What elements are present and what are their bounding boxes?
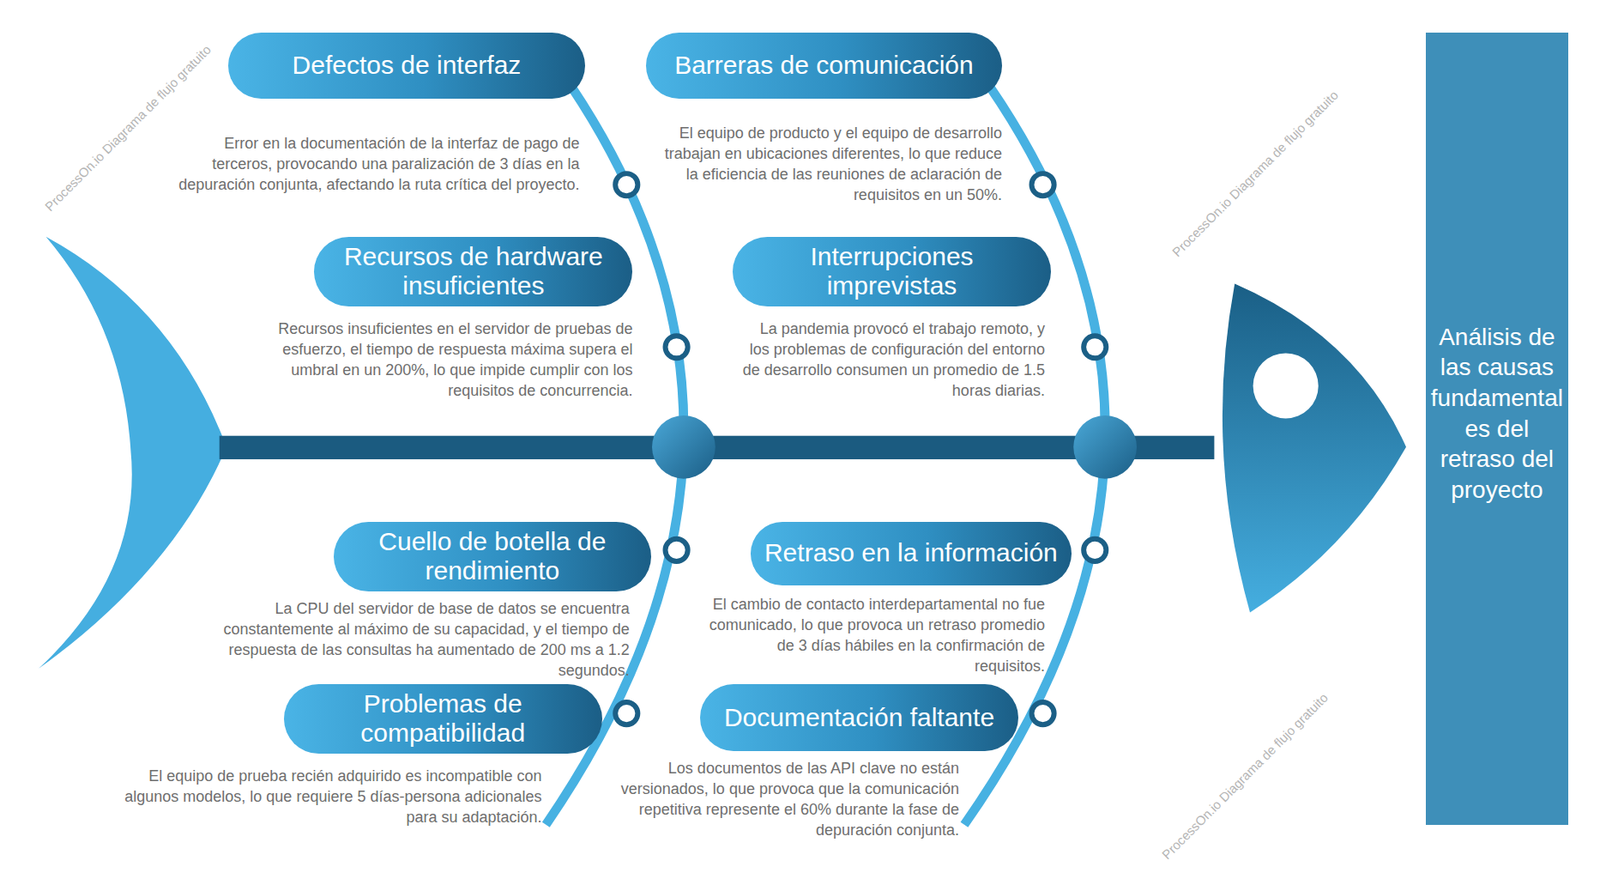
fish-eye — [1253, 352, 1319, 418]
fish-tail — [38, 236, 227, 669]
cause-description: Error en la documentación de la interfaz… — [171, 132, 580, 195]
watermark: ProcessOn.io Diagrama de flujo gratuito — [1169, 87, 1341, 260]
cause-heading: Recursos de hardware insuficientes — [326, 241, 621, 302]
cause-pill: Defectos de interfazError en la document… — [228, 32, 585, 99]
cause-pill: Documentación faltanteLos documentos de … — [700, 683, 1019, 752]
cause-heading: Interrupciones imprevistas — [744, 241, 1039, 302]
cause-heading: Retraso en la información — [764, 537, 1058, 568]
cause-heading: Problemas de compatibilidad — [295, 688, 591, 749]
fish-head — [1222, 283, 1407, 613]
cause-pill: Problemas de compatibilidadEl equipo de … — [283, 683, 603, 754]
cause-description: La pandemia provocó el trabajo remoto, y… — [738, 318, 1045, 401]
cause-description: Recursos insuficientes en el servidor de… — [254, 318, 633, 401]
cause-heading: Cuello de botella de rendimiento — [345, 526, 640, 586]
panel-text: Análisis de las causas fundamentales del… — [1430, 321, 1564, 505]
spine-joint — [652, 415, 716, 479]
title-panel: Análisis de las causas fundamentales del… — [1425, 32, 1570, 825]
cause-pill: Recursos de hardware insuficientesRecurs… — [313, 236, 633, 307]
cause-heading: Defectos de interfaz — [292, 50, 522, 81]
cause-pill: Retraso en la informaciónEl cambio de co… — [750, 521, 1072, 586]
cause-description: La CPU del servidor de base de datos se … — [190, 597, 629, 681]
cause-pill: Barreras de comunicaciónEl equipo de pro… — [646, 32, 1003, 99]
cause-description: El equipo de producto y el equipo de des… — [650, 122, 1003, 206]
watermark: ProcessOn.io Diagrama de flujo gratuito — [1159, 689, 1331, 862]
spine-joint — [1073, 415, 1137, 479]
cause-pill: Interrupciones imprevistasLa pandemia pr… — [732, 236, 1051, 307]
fish-spine — [219, 435, 1215, 459]
cause-description: Los documentos de las API clave no están… — [617, 757, 960, 840]
cause-heading: Documentación faltante — [724, 702, 995, 733]
rib-rings — [615, 173, 1106, 725]
cause-heading: Barreras de comunicación — [674, 50, 974, 81]
cause-description: El cambio de contacto interdepartamental… — [707, 593, 1045, 677]
cause-pill: Cuello de botella de rendimientoLa CPU d… — [333, 521, 652, 592]
cause-description: El equipo de prueba recién adquirido es … — [92, 765, 542, 828]
